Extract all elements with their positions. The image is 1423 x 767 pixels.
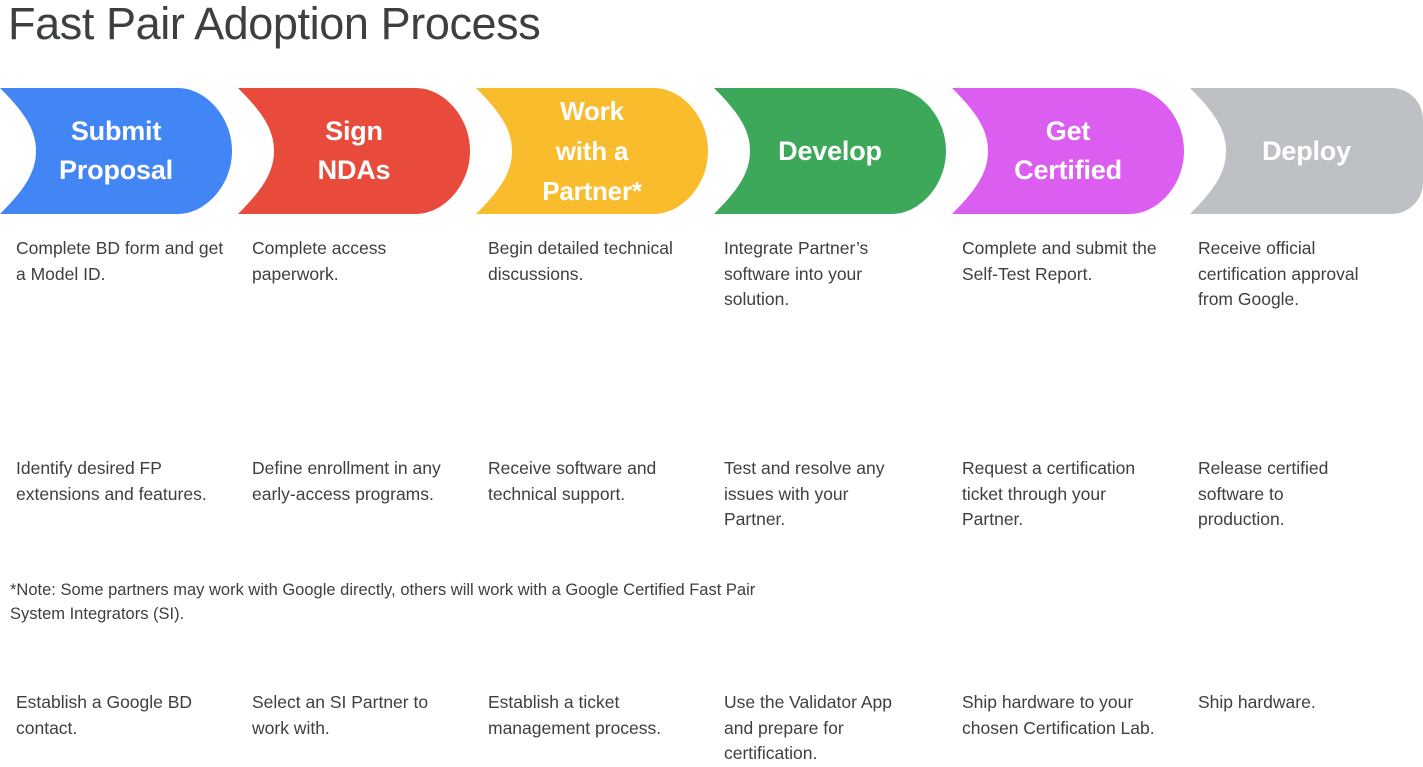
stage-label: Develop <box>778 135 882 166</box>
detail-item: Establish a ticket management process. <box>488 692 662 738</box>
detail-item: Define enrollment in any early-access pr… <box>252 458 441 504</box>
stage-chevron-work-with-a-partner[interactable]: Work with a Partner* <box>476 88 708 214</box>
stage-chevron-develop[interactable]: Develop <box>714 88 946 214</box>
detail-item: Complete and submit the Self-Test Report… <box>962 238 1157 284</box>
stage-label: Get Certified <box>1014 116 1122 185</box>
stage-chevron-deploy[interactable]: Deploy <box>1190 88 1423 214</box>
detail-item: Integrate Partner’s software into your s… <box>724 238 869 309</box>
detail-item: Receive official certification approval … <box>1198 238 1359 309</box>
detail-item: Complete access paperwork. <box>252 238 387 284</box>
stage-chevron-submit-proposal[interactable]: Submit Proposal <box>0 88 232 214</box>
stage-label: Deploy <box>1262 135 1351 166</box>
detail-item: Test and resolve any issues with your Pa… <box>724 458 885 529</box>
page-title: Fast Pair Adoption Process <box>8 0 541 49</box>
detail-item: Select an SI Partner to work with. <box>252 692 429 738</box>
stage-label: Sign NDAs <box>317 116 391 185</box>
detail-item: Complete BD form and get a Model ID. <box>16 238 224 284</box>
stage-chevron-shape <box>238 88 470 214</box>
stage-label: Submit Proposal <box>59 116 173 185</box>
detail-item: Ship hardware to your chosen Certificati… <box>962 692 1155 738</box>
detail-item: Request a certification ticket through y… <box>962 458 1136 529</box>
detail-item: Begin detailed technical discussions. <box>488 238 673 284</box>
footnote-note: *Note: Some partners may work with Googl… <box>10 581 756 623</box>
details-row-3: Establish a Google BD contact. Select an… <box>0 458 1423 763</box>
stage-chevron-shape <box>1190 88 1423 214</box>
stage-chevron-shape <box>952 88 1184 214</box>
detail-item: Release certified software to production… <box>1198 458 1329 529</box>
stage-chevron-shape <box>714 88 946 214</box>
detail-item: Ship hardware. <box>1198 692 1316 712</box>
stage-details-grid: Complete BD form and get a Model ID. Com… <box>0 236 1423 763</box>
stage-chevron-get-certified[interactable]: Get Certified <box>952 88 1184 214</box>
detail-item: Establish a Google BD contact. <box>16 692 193 738</box>
details-row-1: Complete BD form and get a Model ID. Com… <box>0 236 1423 346</box>
detail-item: Identify desired FP extensions and featu… <box>16 458 207 504</box>
stage-chevron-shape <box>0 88 232 214</box>
detail-item: Use the Validator App and prepare for ce… <box>724 692 892 763</box>
stage-label: Work with a Partner* <box>542 96 642 206</box>
stage-chevron-sign-ndas[interactable]: Sign NDAs <box>238 88 470 214</box>
stage-chevron-shape <box>476 88 708 214</box>
detail-item: Receive software and technical support. <box>488 458 657 504</box>
process-stage-banner: Submit Proposal Sign NDAs Work with a Pa… <box>0 88 1423 214</box>
details-row-2: Identify desired FP extensions and featu… <box>0 346 1423 529</box>
